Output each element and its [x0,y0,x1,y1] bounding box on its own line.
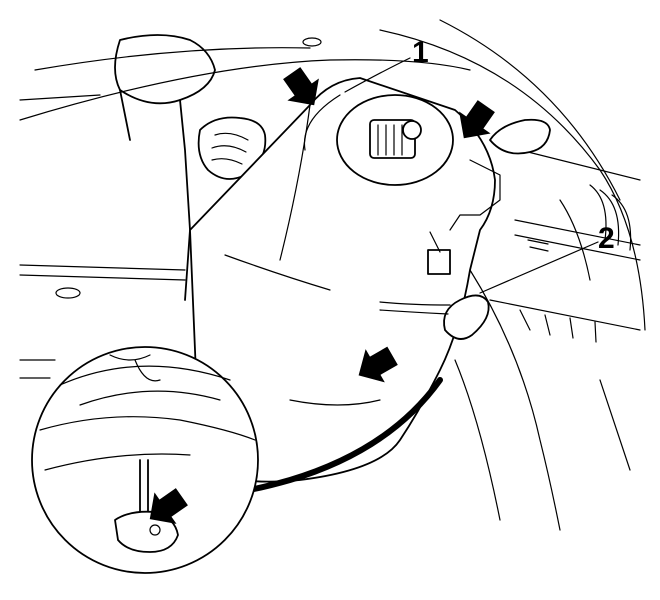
release-lever [114,510,179,553]
dash-knob-top [302,37,322,47]
leader-lines [344,57,599,294]
leader-line-1 [344,57,411,93]
arrows [149,67,495,524]
black-arrow-icon [149,488,188,524]
black-arrow-icon [283,67,319,106]
lower-cover-clip [379,294,490,340]
detail-circle [31,346,259,574]
dash-knob-left [55,287,81,299]
callout-2: 2 [598,222,615,255]
seat-back-outline [114,34,216,301]
connector-plug [427,249,451,275]
black-arrow-icon [459,100,495,139]
dashboard-outline [19,19,646,531]
key-cylinder-assembly [303,94,454,186]
callout-1: 1 [412,36,429,69]
black-arrow-icon [358,346,398,383]
turn-signal-stalk [427,118,551,275]
leader-line-2 [479,241,599,294]
